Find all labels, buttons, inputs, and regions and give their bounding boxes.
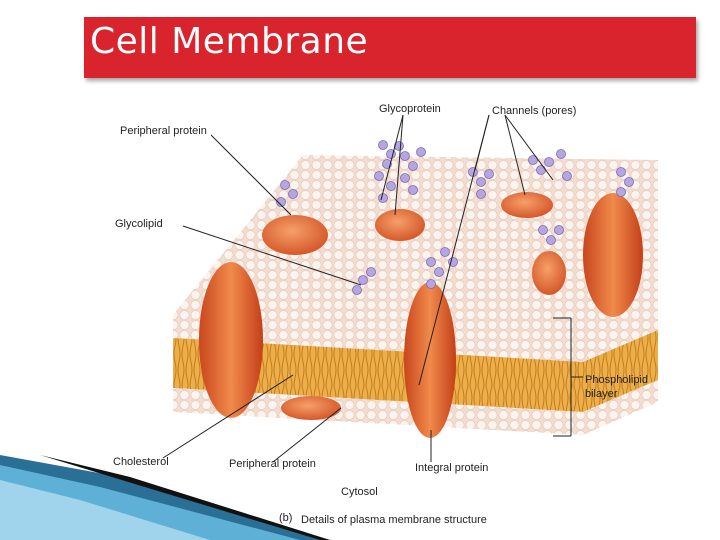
integral-protein-left-shape bbox=[199, 262, 263, 418]
sugar-chains bbox=[276, 140, 634, 295]
membrane-upper-heads bbox=[173, 315, 583, 362]
slide-title-bar: Cell Membrane bbox=[84, 17, 696, 78]
corner-swoosh-decoration bbox=[0, 455, 330, 540]
membrane-right-lower bbox=[583, 380, 658, 435]
membrane-illustration bbox=[162, 114, 658, 463]
membrane-right-face bbox=[583, 305, 658, 362]
label-peripheral-protein-top: Peripheral protein bbox=[120, 125, 207, 137]
leader-lines bbox=[162, 114, 583, 463]
figure-caption-text: Details of plasma membrane structure bbox=[301, 514, 487, 526]
label-integral-protein: Integral protein bbox=[415, 462, 489, 474]
integral-protein-center-shape bbox=[404, 282, 456, 438]
slide-title: Cell Membrane bbox=[90, 21, 369, 62]
label-peripheral-protein-bottom: Peripheral protein bbox=[229, 458, 316, 470]
peripheral-protein-bottom-shape bbox=[281, 396, 341, 420]
membrane-right-core bbox=[583, 330, 658, 412]
peripheral-protein-top-shape bbox=[262, 215, 328, 255]
membrane-tail-core bbox=[173, 338, 583, 412]
label-channels: Channels (pores) bbox=[492, 105, 577, 117]
label-glycolipid: Glycolipid bbox=[115, 218, 163, 230]
membrane-diagram: Peripheral protein Glycoprotein Channels… bbox=[113, 90, 668, 540]
label-glycoprotein: Glycoprotein bbox=[379, 103, 441, 115]
integral-protein-right-shape bbox=[583, 193, 643, 317]
small-protein-right-shape bbox=[532, 251, 566, 295]
channel-protein-left-shape bbox=[375, 209, 425, 241]
label-phospholipid-line1: Phospholipid bbox=[585, 374, 648, 386]
label-cholesterol: Cholesterol bbox=[113, 456, 169, 468]
label-cytosol: Cytosol bbox=[341, 486, 378, 498]
label-phospholipid-line2: bilayer bbox=[585, 388, 618, 400]
membrane-lower-heads bbox=[173, 388, 583, 435]
channel-protein-right-shape bbox=[501, 192, 553, 218]
figure-caption-part: (b) bbox=[279, 512, 293, 524]
